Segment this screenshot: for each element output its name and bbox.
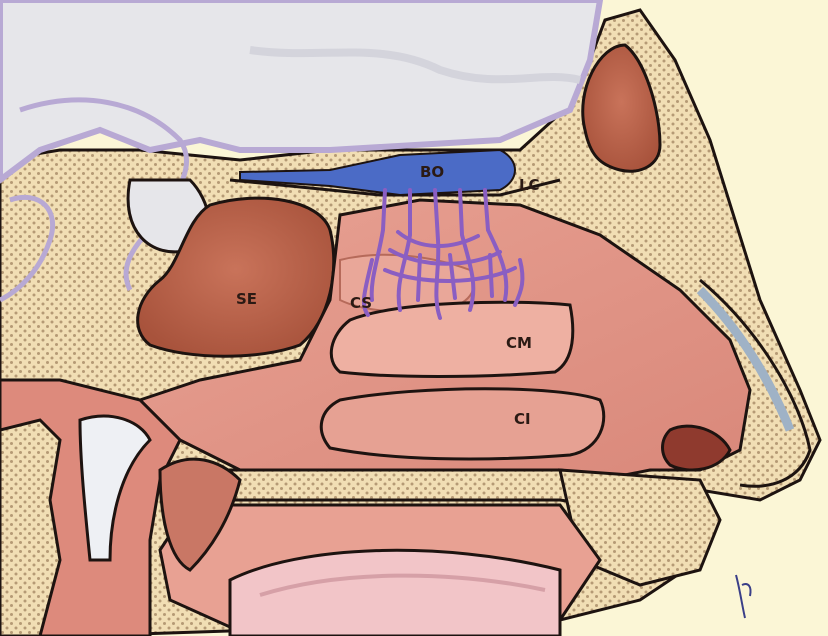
label-bo: BO	[420, 163, 444, 181]
label-lc: LC	[519, 176, 540, 194]
tongue	[230, 550, 560, 636]
label-cs: CS	[350, 294, 372, 312]
label-cm: CM	[506, 334, 532, 352]
label-se: SE	[236, 290, 257, 308]
label-ci: CI	[514, 410, 531, 428]
inferior-turbinate	[321, 389, 603, 459]
